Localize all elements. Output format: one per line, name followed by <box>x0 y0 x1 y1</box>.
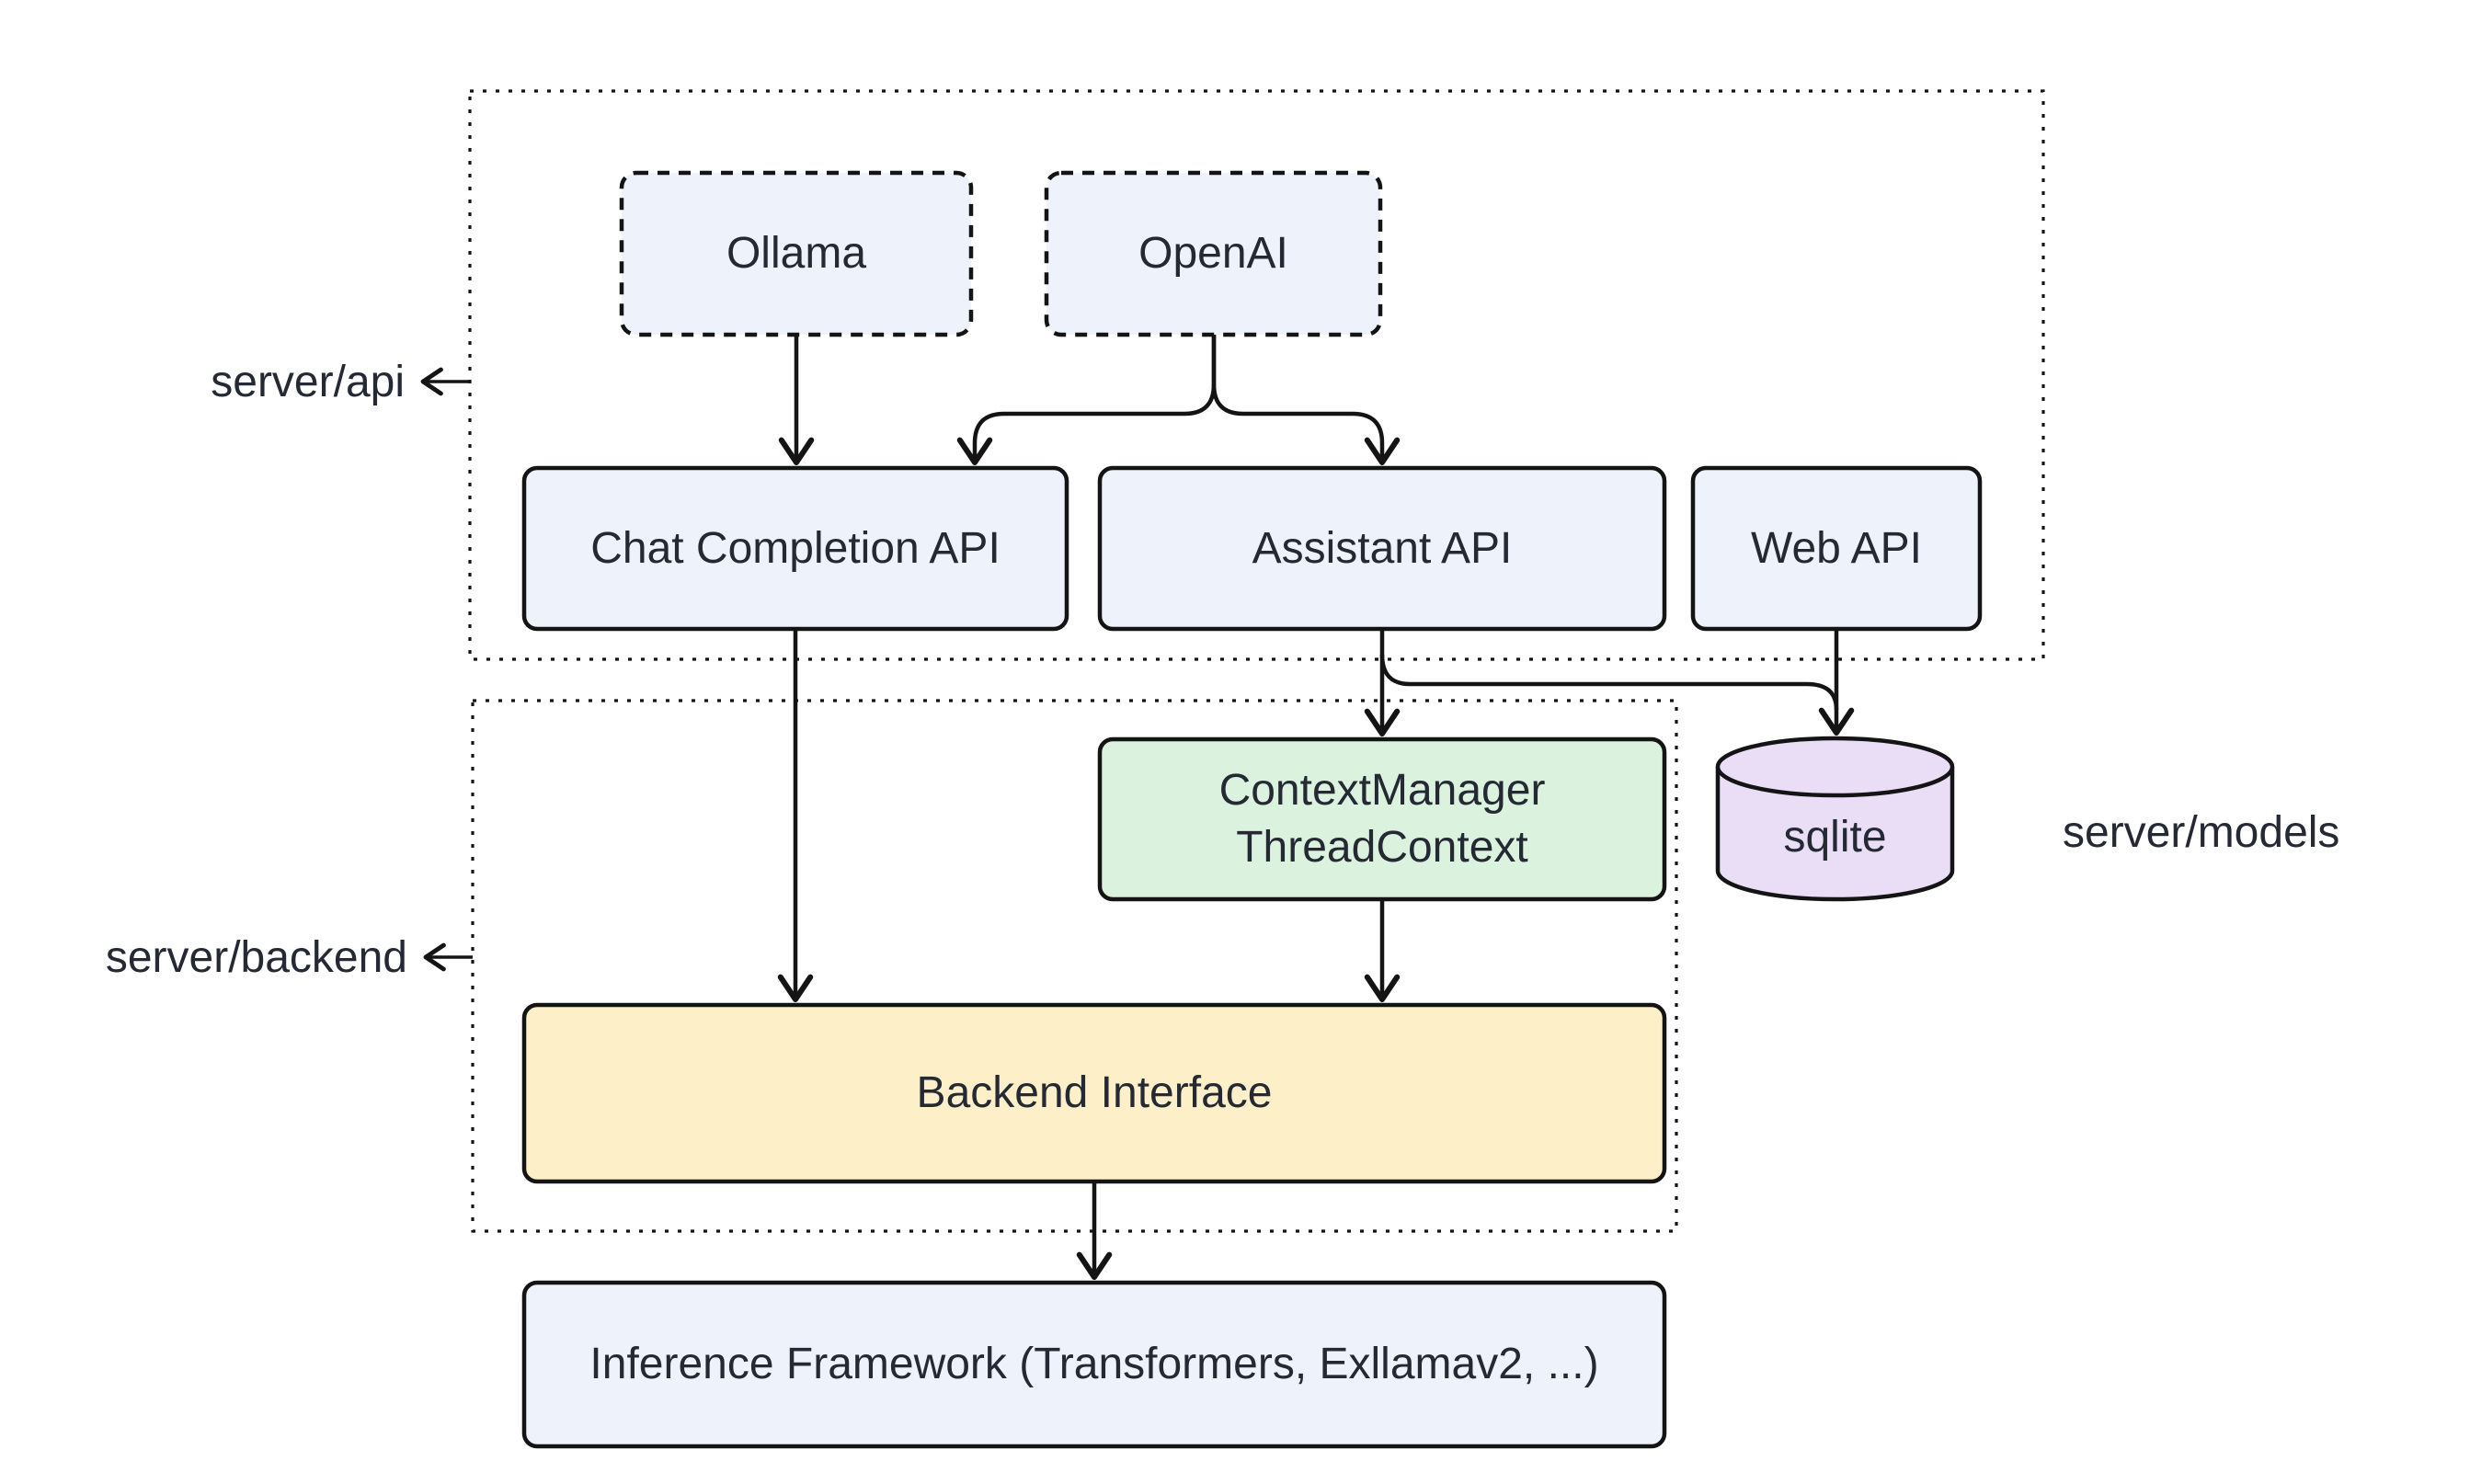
server-api-container-label: server/api <box>211 358 405 406</box>
context-manager-node-label: ContextManager ThreadContext <box>1100 739 1664 899</box>
openai-node-label: OpenAI <box>1138 229 1288 278</box>
web-api-node-label: Web API <box>1751 523 1922 573</box>
edge-assistant-api-to-sqlite <box>1379 654 1839 711</box>
context-manager-line2: ThreadContext <box>1236 823 1528 872</box>
server-backend-container-border <box>471 699 1678 1233</box>
server-api-container-border <box>468 89 2045 661</box>
edge-openai-to-assistant-api <box>1211 335 1401 466</box>
server-models-label: server/models <box>2063 808 2340 857</box>
sqlite-cylinder-top <box>1715 736 1955 798</box>
openai-node-shape <box>1044 170 1383 337</box>
backend-interface-node-label: Backend Interface <box>916 1068 1273 1117</box>
backend-interface-node-shape <box>521 1002 1667 1184</box>
inference-framework-node-label: Inference Framework (Transformers, Exlla… <box>589 1340 1599 1388</box>
chat-completion-api-node-shape <box>521 465 1069 632</box>
server-backend-container-label: server/backend <box>105 933 407 982</box>
ollama-node-shape <box>619 170 974 337</box>
assistant-api-node-shape <box>1097 465 1667 632</box>
sqlite-node-label: sqlite <box>1783 812 1887 862</box>
sqlite-cylinder-body <box>1715 767 1955 902</box>
context-manager-node-shape <box>1097 736 1667 902</box>
web-api-node-shape <box>1690 465 1983 632</box>
edge-openai-to-chat-api <box>956 335 1217 466</box>
chat-completion-api-node-label: Chat Completion API <box>590 523 1001 573</box>
inference-framework-node-shape <box>521 1280 1667 1449</box>
ollama-node-label: Ollama <box>726 229 867 278</box>
assistant-api-node-label: Assistant API <box>1252 523 1513 573</box>
context-manager-line1: ContextManager <box>1218 766 1546 815</box>
